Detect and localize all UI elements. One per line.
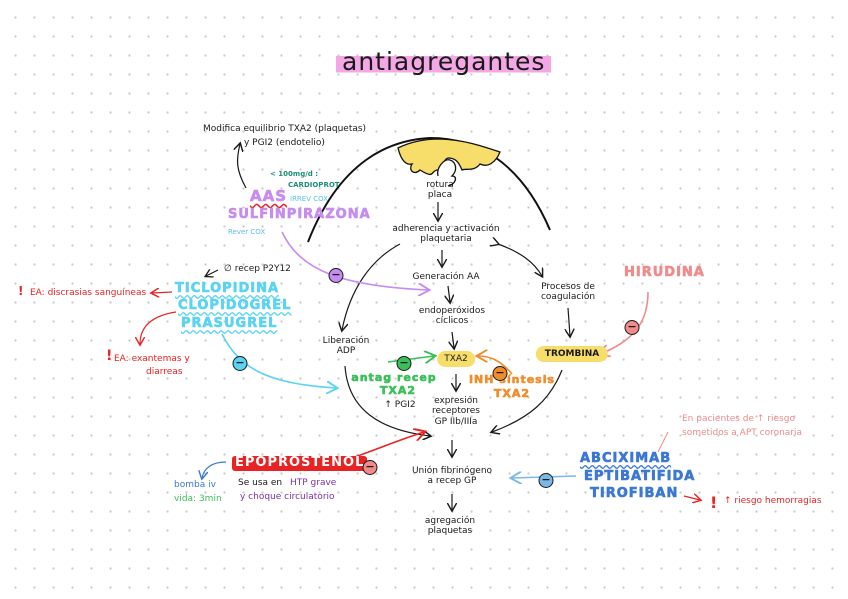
trombina-node: TROMBINA: [535, 346, 609, 363]
inh-txa2-label: TXA2: [493, 387, 531, 400]
top-note-line1: Modifica equilibrio TXA2 (plaquetas): [203, 124, 367, 134]
union-fibrinogeno: Unión fibrinógeno a recep GP: [411, 466, 493, 487]
antag-txa2-label: TXA2: [379, 384, 417, 397]
epoprostenol-drug: EPOPROSTENOL: [232, 455, 368, 471]
bomba-iv: bomba iv: [174, 480, 216, 490]
txa2-node: TXA2: [437, 351, 475, 368]
gp-note-line2: sometidos a APT coronaria: [682, 428, 803, 438]
agregacion-plaquetas: agregación plaquetas: [424, 516, 476, 537]
sulfinpirazona-drug: SULFINPIRAZONA: [228, 207, 371, 222]
ea-diarreas: diarreas: [146, 367, 183, 377]
expresion-receptores: expresión receptores GP IIb/IIIa: [431, 396, 481, 427]
inhibit-icon: −: [538, 469, 554, 488]
p2y12-note: ∅ recep P2Y12: [224, 264, 291, 274]
aas-dose: < 100mg/d :: [270, 170, 319, 178]
abciximab-drug: ABCIXIMAB: [580, 451, 672, 466]
procesos-coagulacion: Procesos de coagulación: [540, 282, 596, 303]
vessel-wall: [307, 136, 551, 243]
adherencia-activacion: adherencia y activación plaquetaria: [392, 224, 500, 245]
liberacion-adp: Liberación ADP: [322, 336, 370, 357]
plaque-shape: [397, 138, 501, 176]
ea-exantemas: EA: exantemas y: [114, 354, 190, 364]
inhibit-icon: −: [362, 456, 378, 475]
prasugrel-drug: PRASUGREL: [181, 316, 278, 331]
generacion-aa: Generación AA: [412, 272, 480, 282]
rever-cox-note: Rever COX: [228, 228, 266, 236]
rotura-placa: rotura placa: [426, 180, 454, 201]
inhibit-icon: −: [396, 352, 412, 371]
exclamation-icon: !: [710, 493, 718, 512]
aas-cardioprot: CARDIOPROT: [288, 181, 340, 189]
ticlopidina-drug: TICLOPIDINA: [175, 281, 280, 296]
htp-grave: HTP grave: [290, 478, 337, 488]
inhibit-icon: −: [492, 362, 508, 381]
clopidogrel-drug: CLOPIDOGREL: [178, 298, 292, 313]
choque-circulatorio: y choque circulatorio: [240, 492, 335, 502]
inhibit-icon: −: [624, 316, 640, 335]
vida-media: vida: 3min: [174, 494, 222, 504]
ea-discrasias: EA: discrasias sanguíneas: [30, 288, 147, 298]
pgi2-up: ↑ PGI2: [384, 400, 416, 410]
inhibit-icon: −: [232, 352, 248, 371]
eptibatifida-drug: EPTIBATIFIDA: [584, 469, 696, 484]
aas-irrev-cox: IRREV COX: [290, 195, 328, 203]
top-note-line2: y PGI2 (endotelio): [244, 138, 325, 148]
antag-recep-label: antag recep: [351, 371, 437, 384]
hirudina-drug: HIRUDINA: [624, 265, 705, 280]
riesgo-hemorragias: ↑ riesgo hemorragias: [724, 496, 822, 506]
page-title: antiagregantes: [336, 47, 552, 77]
exclamation-icon: !: [18, 284, 24, 298]
plaque-rupture: [437, 159, 457, 187]
inhibit-icon: −: [328, 264, 344, 283]
aas-drug: AAS: [250, 187, 288, 205]
se-usa-en: Se usa en: [238, 478, 283, 488]
inh-sintesis-label: INH síntesis: [468, 373, 556, 386]
gp-note-line1: En pacientes de ↑ riesgo: [682, 414, 795, 424]
endoperoxidos: endoperóxidos cíclicos: [418, 306, 486, 327]
exclamation-icon: !: [106, 348, 113, 364]
tirofiban-drug: TIROFIBAN: [590, 486, 679, 501]
